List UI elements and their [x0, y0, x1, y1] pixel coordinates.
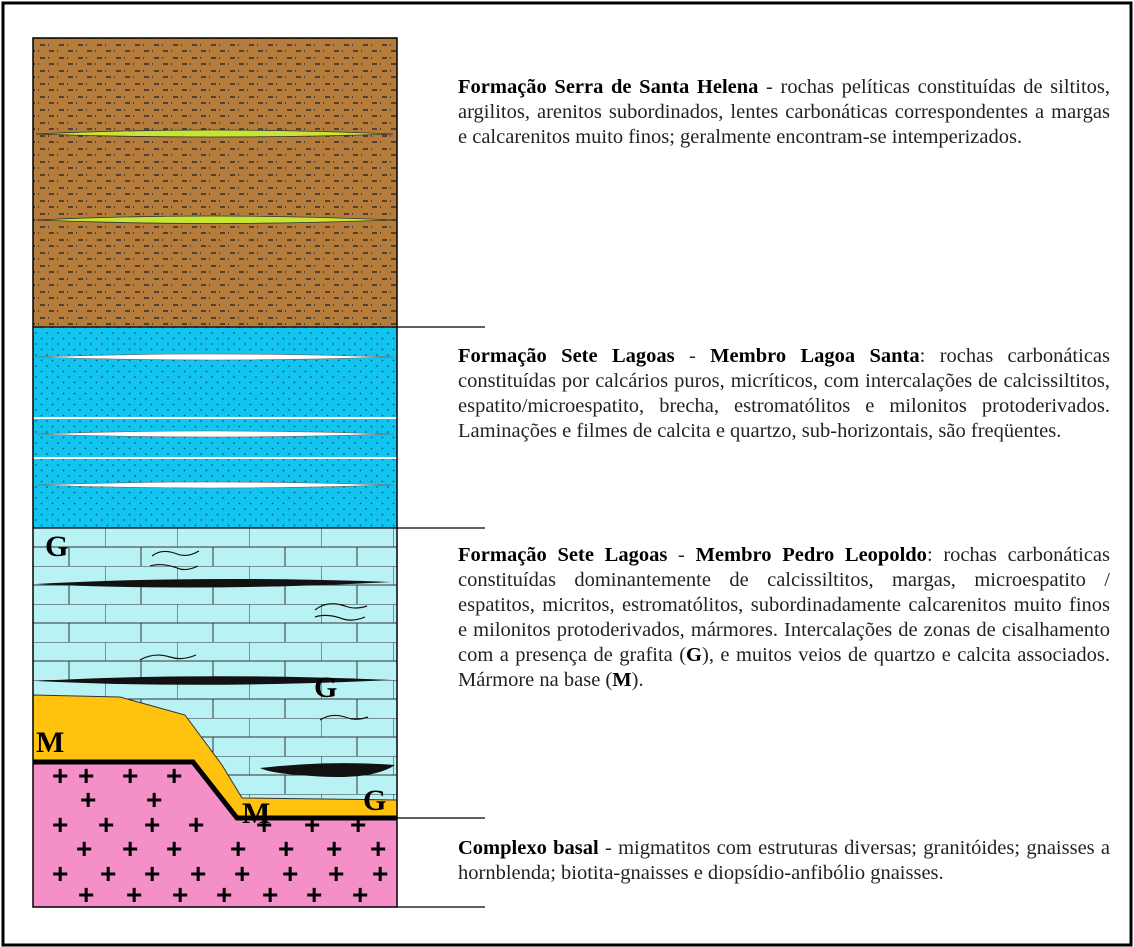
granite-plus: + [76, 833, 92, 864]
carbonate-lens [35, 129, 394, 138]
carbonate-lens [35, 215, 394, 224]
unit-description-serra-santa-helena: Formação Serra de Santa Helena - rochas … [458, 76, 1110, 148]
calcite-film [35, 430, 394, 438]
unit-name: Complexo basal [458, 837, 599, 859]
granite-plus: + [166, 833, 182, 864]
granite-plus: + [256, 809, 272, 840]
granite-plus: + [190, 858, 206, 889]
granite-plus: + [52, 858, 68, 889]
granite-plus: + [122, 833, 138, 864]
granite-plus: + [100, 858, 116, 889]
marble-symbol: M [36, 726, 64, 759]
granite-plus: + [216, 879, 232, 910]
granite-plus: + [188, 809, 204, 840]
granite-plus: + [52, 809, 68, 840]
granite-plus: + [282, 858, 298, 889]
granite-plus: + [146, 784, 162, 815]
granite-plus-pattern: +++++++++++++++++++++++++++++++++++ [52, 760, 388, 910]
granite-plus: + [306, 879, 322, 910]
unit-lagoa-santa [33, 327, 397, 528]
graphite-lens [260, 763, 395, 778]
graphite-symbol: G [363, 784, 386, 817]
unit-name: Formação Sete Lagoas [458, 345, 675, 367]
unit-name: Formação Serra de Santa Helena [458, 76, 759, 98]
granite-plus: + [328, 858, 344, 889]
granite-plus: + [278, 833, 294, 864]
granite-plus: + [126, 879, 142, 910]
granite-plus: + [326, 833, 342, 864]
graphite-symbol: G [45, 530, 68, 563]
granite-plus: + [80, 784, 96, 815]
member-name: Membro Pedro Leopoldo [695, 544, 927, 566]
basement-fill [33, 762, 397, 907]
granite-plus: + [230, 833, 246, 864]
granite-plus: + [262, 879, 278, 910]
unit-text: : rochas carbonáticas constituídas domin… [458, 544, 1111, 666]
granite-plus: + [78, 760, 94, 791]
granite-plus: + [352, 879, 368, 910]
graphite-lens [36, 578, 392, 588]
granite-plus: + [122, 760, 138, 791]
unit-text: rochas pelíticas constituídas de siltito… [458, 76, 1110, 148]
calcite-film [35, 481, 394, 489]
graphite-symbol: G [314, 671, 337, 704]
granite-plus: + [172, 879, 188, 910]
unit-text: migmatitos com estruturas diversas; gran… [458, 837, 1111, 884]
unit-text: : rochas carbonáticas constituídas por c… [458, 345, 1110, 442]
unit-description-lagoa-santa: Formação Sete Lagoas - Membro Lagoa Sant… [458, 345, 1110, 442]
granite-plus: + [166, 760, 182, 791]
calcite-film [35, 353, 394, 361]
basement-contact [33, 759, 397, 821]
granite-plus: + [234, 858, 250, 889]
granite-plus: + [78, 879, 94, 910]
granite-plus: + [52, 760, 68, 791]
graphite-lens [36, 676, 392, 685]
granite-plus: + [144, 809, 160, 840]
granite-plus: + [98, 809, 114, 840]
unit-description-pedro-leopoldo: Formação Sete Lagoas - Membro Pedro Leop… [458, 544, 1111, 691]
member-name: Membro Lagoa Santa [710, 345, 920, 367]
unit-serra-de-santa-helena [33, 38, 397, 327]
granite-plus: + [370, 833, 386, 864]
marble-symbol: M [242, 797, 270, 830]
granite-plus: + [304, 809, 320, 840]
granite-plus: + [144, 858, 160, 889]
column-outline [32, 37, 398, 908]
granite-plus: + [350, 809, 366, 840]
granite-plus: + [372, 858, 388, 889]
unit-description-complexo-basal: Complexo basal - migmatitos com estrutur… [458, 837, 1111, 884]
unit-name: Formação Sete Lagoas [458, 544, 668, 566]
